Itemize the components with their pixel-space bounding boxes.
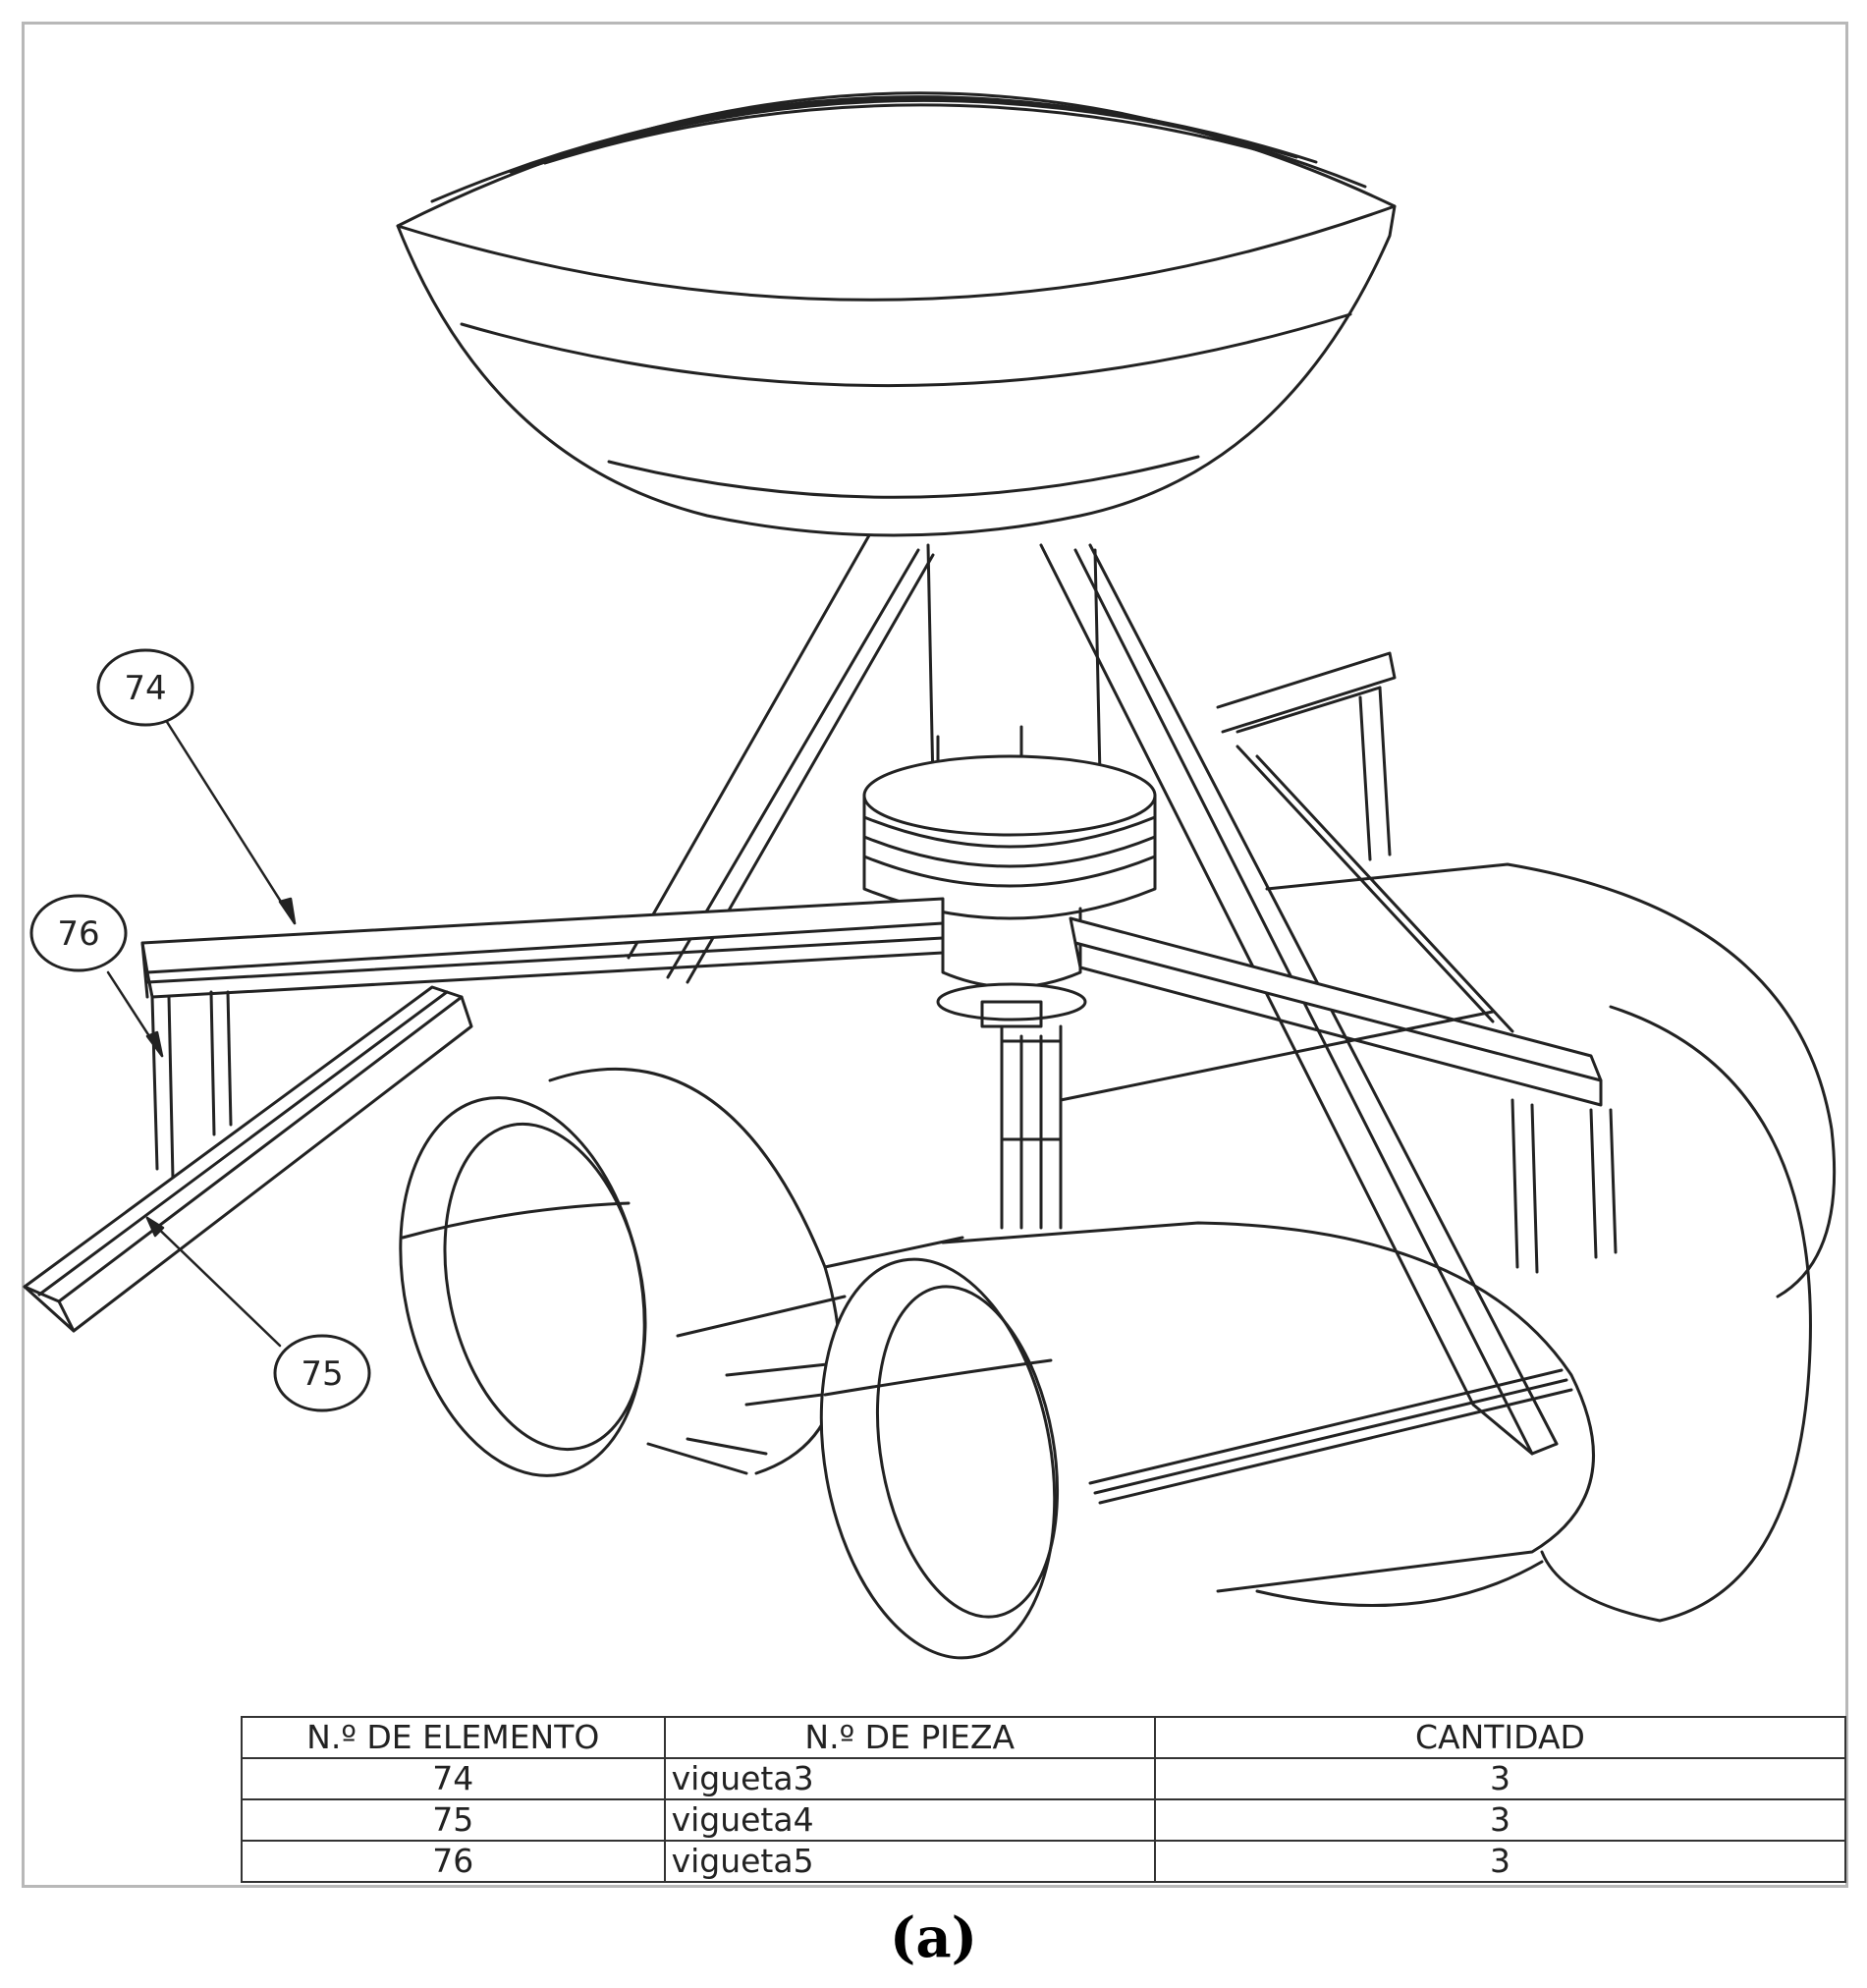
element-number-cell: 75 (241, 1798, 666, 1842)
bill-of-materials-table: N.º DE ELEMENTO N.º DE PIEZA CANTIDAD 74… (241, 1716, 1847, 1883)
callout-label: 75 (301, 1354, 343, 1394)
drawing-frame (22, 22, 1848, 1888)
isometric-assembly-drawing: 74 76 75 (23, 91, 1837, 1660)
header-part-number: N.º DE PIEZA (663, 1716, 1156, 1759)
beam-75 (23, 985, 473, 1333)
table-row: 75 vigueta4 3 (241, 1798, 1847, 1842)
header-quantity: CANTIDAD (1153, 1716, 1847, 1759)
front-duct (819, 1221, 1595, 1660)
left-duct (399, 1067, 1014, 1477)
quantity-cell: 3 (1153, 1798, 1847, 1842)
part-number-cell: vigueta3 (663, 1757, 1156, 1800)
header-element-number: N.º DE ELEMENTO (241, 1716, 666, 1759)
part-number-cell: vigueta4 (663, 1798, 1156, 1842)
callout-label: 76 (57, 914, 99, 954)
callout-74: 74 (96, 648, 194, 727)
table-row: 76 vigueta5 3 (241, 1840, 1847, 1883)
figure-caption: (a) (889, 1905, 978, 1970)
balloon-callout-icon (29, 894, 128, 972)
callout-76: 76 (29, 894, 128, 972)
element-number-cell: 74 (241, 1757, 666, 1800)
element-number-cell: 76 (241, 1840, 666, 1883)
balloon-callout-icon (96, 648, 194, 727)
quantity-cell: 3 (1153, 1840, 1847, 1883)
part-number-cell: vigueta5 (663, 1840, 1156, 1883)
table-row: 74 vigueta3 3 (241, 1757, 1847, 1800)
callout-leaders (106, 720, 297, 1348)
top-dish (396, 91, 1397, 537)
balloon-callout-icon (273, 1334, 371, 1412)
table-header-row: N.º DE ELEMENTO N.º DE PIEZA CANTIDAD (241, 1716, 1847, 1759)
right-beams (1059, 651, 1618, 1274)
callout-75: 75 (273, 1334, 371, 1412)
quantity-cell: 3 (1153, 1757, 1847, 1800)
beam-74 (140, 897, 945, 999)
callout-label: 74 (124, 669, 166, 708)
central-mast (862, 543, 1157, 1230)
beam-76 (150, 990, 233, 1181)
rear-housing (1255, 862, 1837, 1623)
